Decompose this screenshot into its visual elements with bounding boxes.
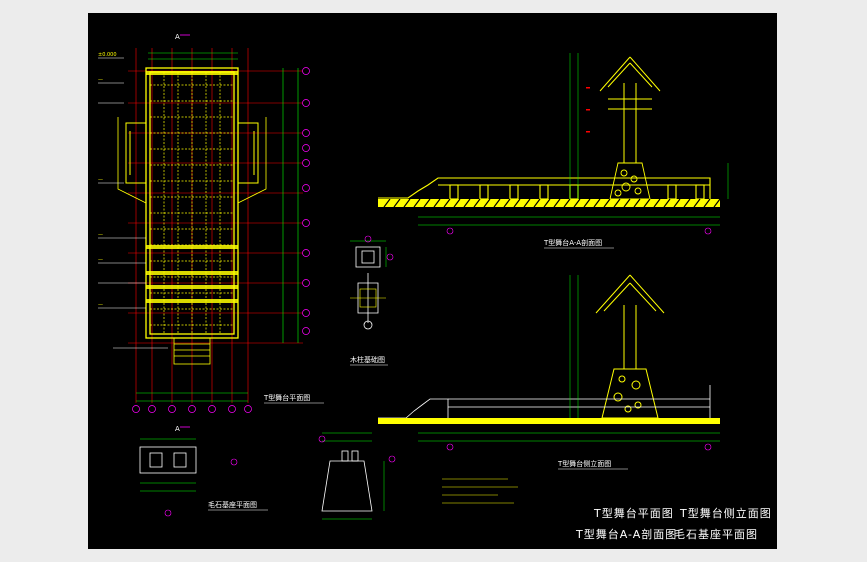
title-pedestal-plan: 毛石基座平面图 (674, 528, 758, 541)
pedestal-plan-view: 毛石基座平面图 (139, 438, 268, 517)
pedestal-plan-title: 毛石基座平面图 (208, 500, 257, 509)
svg-text:—: — (98, 232, 103, 238)
title-section: T型舞台A-A剖面图 (576, 528, 678, 541)
side-elevation-title: T型舞台侧立面图 (557, 459, 611, 468)
cad-drawing: ±0.000 — — — — — A A T型舞台平面图 (98, 33, 729, 520)
section-view-title: T型舞台A-A剖面图 (543, 238, 602, 247)
svg-text:—: — (98, 302, 103, 308)
wood-column-detail: 木柱基础图 (350, 235, 394, 366)
plan-view-title: T型舞台平面图 (263, 393, 310, 402)
title-plan: T型舞台平面图 (594, 507, 674, 520)
notes-block (442, 478, 518, 504)
title-block: T型舞台平面图 T型舞台侧立面图 T型舞台A-A剖面图 毛石基座平面图 (576, 503, 776, 545)
ground-band (378, 418, 720, 424)
side-elevation-view: T型舞台侧立面图 (378, 274, 720, 470)
ground-hatch (378, 198, 721, 208)
drawing-sheet: ±0.000 — — — — — A A T型舞台平面图 (88, 13, 777, 549)
section-marker-bottom: A (175, 425, 180, 433)
svg-text:±0.000: ±0.000 (98, 52, 117, 58)
section-marker-top: A (175, 33, 180, 41)
section-view: T型舞台A-A剖面图 (378, 53, 729, 249)
plan-view: ±0.000 — — — — — A A T型舞台平面图 (98, 33, 324, 433)
pedestal-section-view (318, 432, 396, 520)
svg-text:—: — (98, 257, 103, 263)
title-side-elevation: T型舞台侧立面图 (680, 507, 772, 520)
wood-column-title: 木柱基础图 (350, 355, 385, 364)
svg-text:—: — (98, 177, 103, 183)
svg-text:—: — (98, 77, 103, 83)
